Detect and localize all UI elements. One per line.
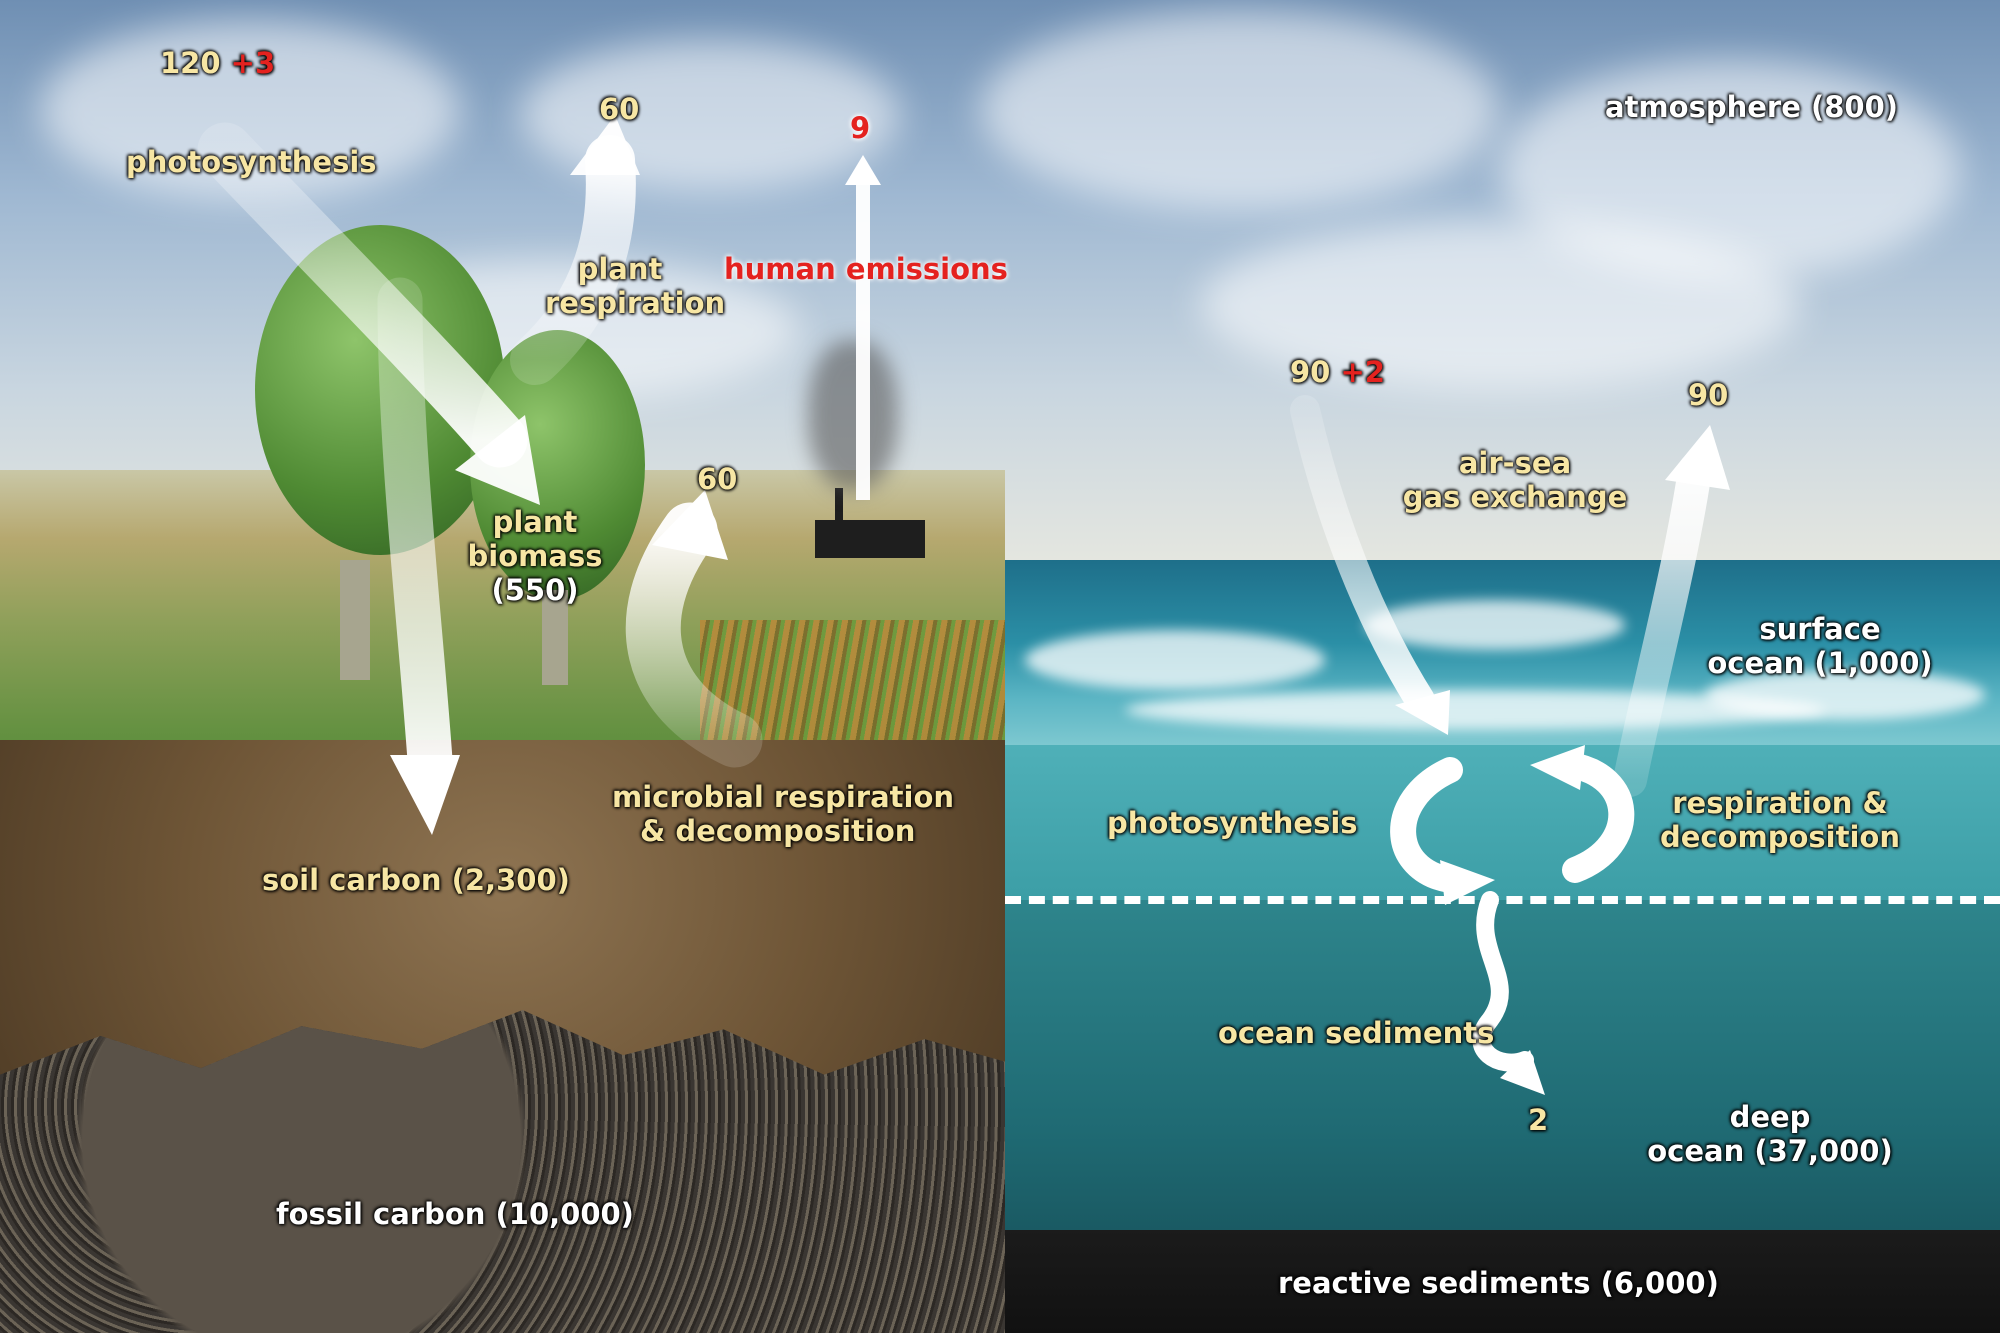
air-sea-in-arrow [1290, 395, 1450, 735]
air-sea-in-flux-value: 90 +2 [1290, 355, 1385, 389]
air-sea-out-flux-value: 90 [1688, 378, 1729, 412]
air-sea-line1: air-sea [1458, 446, 1572, 480]
factory-icon [815, 520, 925, 558]
air-sea-line2: gas exchange [1402, 480, 1628, 514]
air-sea-in-natural: 90 [1290, 355, 1331, 389]
human-emissions-flux-value: 9 [850, 111, 871, 145]
human-emissions-arrow [845, 155, 881, 500]
ocean-sediments-arrow [1472, 891, 1545, 1095]
thermocline-dashed-line [1005, 896, 2000, 904]
ocean-respiration-line2: decomposition [1659, 820, 1900, 854]
reactive-sediments-region [1005, 1230, 2000, 1333]
photosynthesis-flux-human: +3 [230, 46, 276, 80]
photosynthesis-arrow [197, 122, 540, 505]
smokestack-icon [835, 488, 843, 522]
ocean-respiration-label: respiration & decomposition [1655, 786, 1905, 854]
surface-ocean-line1: surface [1759, 612, 1881, 646]
soil-carbon-arrow [377, 277, 460, 835]
microbial-respiration-label: microbial respiration & decomposition [612, 780, 954, 848]
reactive-sediments-label: reactive sediments (6,000) [1278, 1266, 1719, 1300]
plant-biomass-line1: plant [492, 505, 578, 539]
plant-respiration-line1: plant [577, 252, 663, 286]
air-sea-in-human: +2 [1340, 355, 1385, 389]
plant-biomass-stock: (550) [491, 573, 579, 607]
photosynthesis-flux-value: 120 +3 [160, 46, 275, 80]
ocean-cycle-arrows [1390, 745, 1635, 905]
soil-carbon-text: soil carbon (2,300) [262, 863, 570, 897]
surface-ocean-region [1005, 560, 2000, 745]
plant-biomass-line2: biomass [467, 539, 603, 573]
deep-ocean-line1: deep [1729, 1100, 1811, 1134]
deep-ocean-label: deep ocean (37,000) [1640, 1100, 1900, 1168]
land-photosynthesis-label: photosynthesis [126, 145, 377, 179]
plant-respiration-label: plant respiration [545, 252, 726, 320]
plant-respiration-line2: respiration [545, 286, 726, 320]
fossil-carbon-label: fossil carbon (10,000) [276, 1197, 634, 1231]
surface-ocean-label: surface ocean (1,000) [1700, 612, 1940, 680]
plant-biomass-label: plant biomass (550) [465, 505, 605, 607]
human-emissions-label: human emissions [724, 252, 1008, 286]
sky-region [0, 0, 2000, 560]
ocean-sediments-flux-value: 2 [1528, 1103, 1549, 1137]
plant-respiration-arrow [510, 115, 640, 385]
plant-respiration-flux-value: 60 [599, 92, 640, 126]
photosynthesis-flux-natural: 120 [160, 46, 221, 80]
atmosphere-label: atmosphere (800) [1605, 90, 1899, 124]
smoke-plume-icon [808, 340, 898, 490]
tree-trunk-left [340, 560, 370, 680]
microbial-flux-value: 60 [697, 462, 738, 496]
surface-ocean-line2: ocean (1,000) [1707, 646, 1933, 680]
microbial-respiration-line2: & decomposition [640, 814, 916, 848]
deep-ocean-line2: ocean (37,000) [1647, 1134, 1893, 1168]
mixed-ocean-layer [1005, 745, 2000, 900]
air-sea-out-arrow [1613, 425, 1730, 797]
ocean-photosynthesis-label: photosynthesis [1107, 806, 1358, 840]
tree-trunk-right [542, 590, 568, 685]
ocean-respiration-line1: respiration & [1672, 786, 1888, 820]
soil-carbon-label: soil carbon (2,300) [262, 863, 570, 897]
microbial-respiration-line1: microbial respiration [612, 780, 955, 814]
microbial-respiration-arrow [625, 490, 763, 768]
air-sea-gas-exchange-label: air-sea gas exchange [1390, 446, 1640, 514]
ocean-sediments-label: ocean sediments [1218, 1016, 1495, 1050]
